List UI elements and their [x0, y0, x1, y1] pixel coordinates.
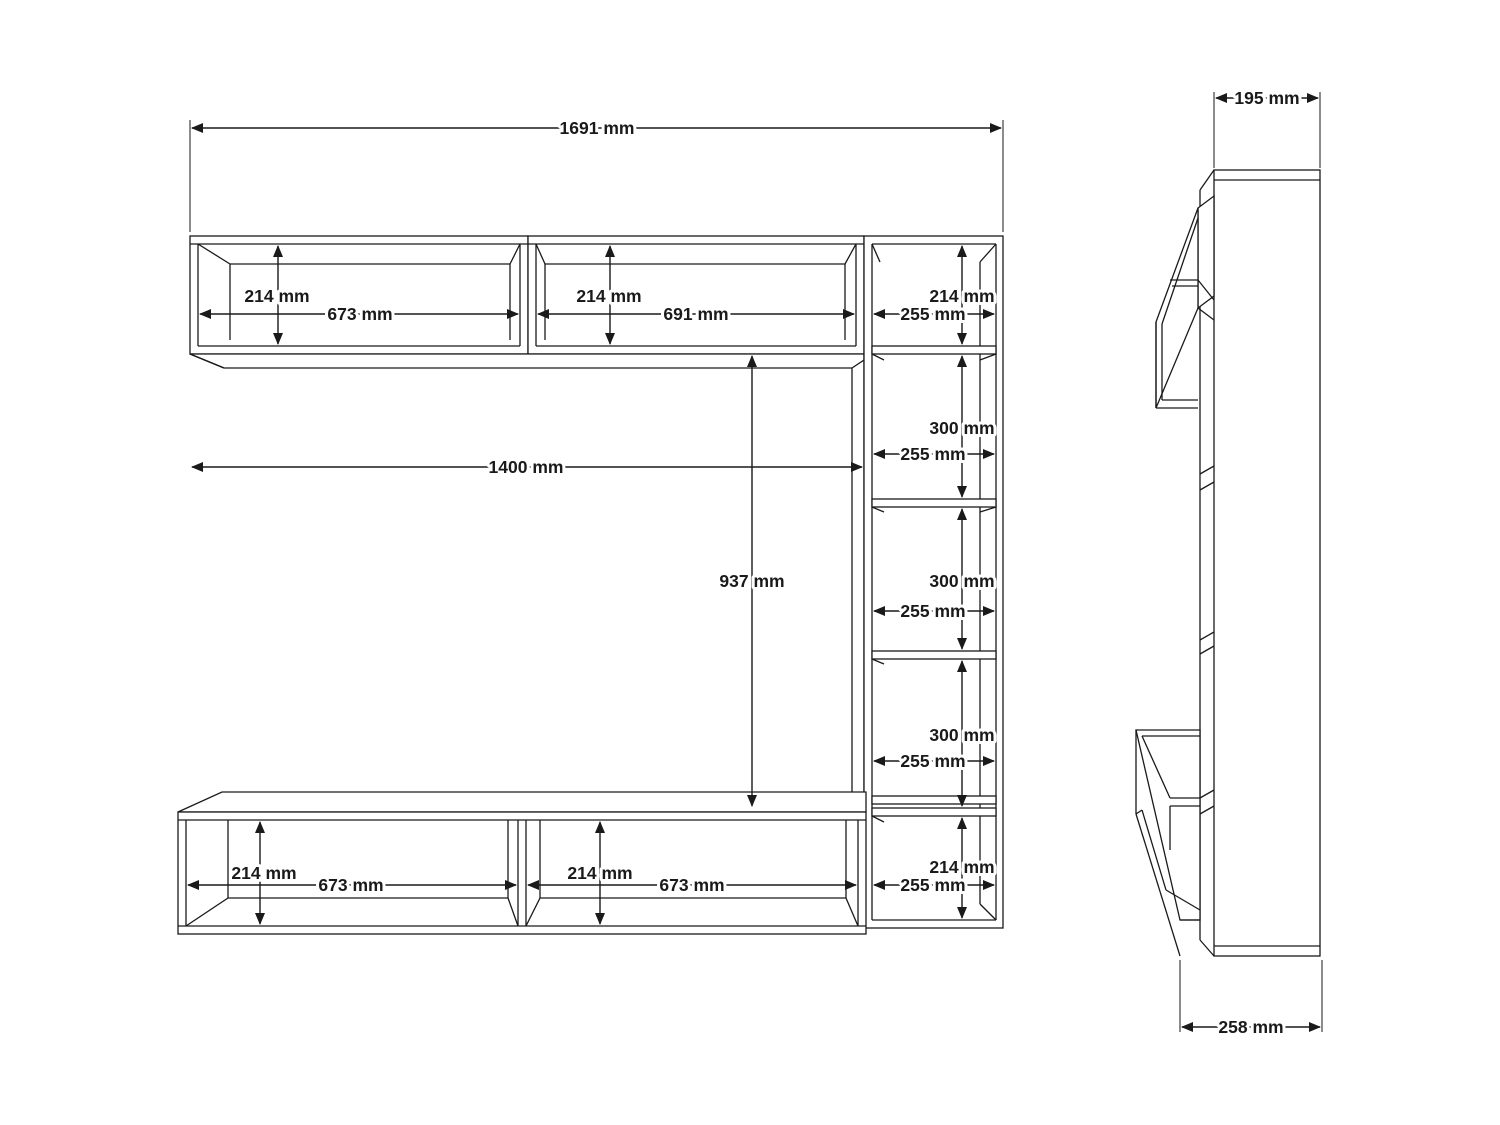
depth-bottom-label: 258 mm [1218, 1017, 1283, 1037]
right-shelf3-width-label: 255 mm [900, 751, 965, 771]
tv-height-label: 937 mm [719, 571, 784, 591]
front-dimension-lines [187, 123, 1002, 925]
depth-top-label: 195 mm [1234, 88, 1299, 108]
bottom-right-width-label: 673 mm [659, 875, 724, 895]
overall-width-label: 1691 mm [560, 118, 635, 138]
right-shelf2-height-label: 300 mm [929, 571, 994, 591]
bottom-right-height-label: 214 mm [567, 863, 632, 883]
right-shelf2-width-label: 255 mm [900, 601, 965, 621]
side-view: 195 mm 258 mm [1135, 85, 1323, 1040]
front-view: 1691 mm 1400 mm 937 mm 214 mm 673 mm 214… [177, 115, 1004, 935]
right-shelf3-height-label: 300 mm [929, 725, 994, 745]
bottom-left-width-label: 673 mm [318, 875, 383, 895]
side-tall-panel [1199, 169, 1321, 957]
bottom-left-height-label: 214 mm [231, 863, 296, 883]
top-left-height-label: 214 mm [244, 286, 309, 306]
tv-width-label: 1400 mm [489, 457, 564, 477]
top-middle-width-label: 691 mm [663, 304, 728, 324]
right-shelf1-height-label: 300 mm [929, 418, 994, 438]
bottom-tv-unit [177, 791, 867, 935]
side-bottom-unit [1135, 729, 1201, 957]
right-tower [863, 235, 1004, 929]
right-top-height-label: 214 mm [929, 286, 994, 306]
right-shelf1-width-label: 255 mm [900, 444, 965, 464]
top-left-shelf [189, 235, 529, 355]
side-top-shelf [1155, 194, 1215, 409]
top-left-width-label: 673 mm [327, 304, 392, 324]
right-top-width-label: 255 mm [900, 304, 965, 324]
right-bottom-width-label: 255 mm [900, 875, 965, 895]
right-bottom-height-label: 214 mm [929, 857, 994, 877]
top-middle-height-label: 214 mm [576, 286, 641, 306]
top-middle-shelf [527, 235, 865, 355]
